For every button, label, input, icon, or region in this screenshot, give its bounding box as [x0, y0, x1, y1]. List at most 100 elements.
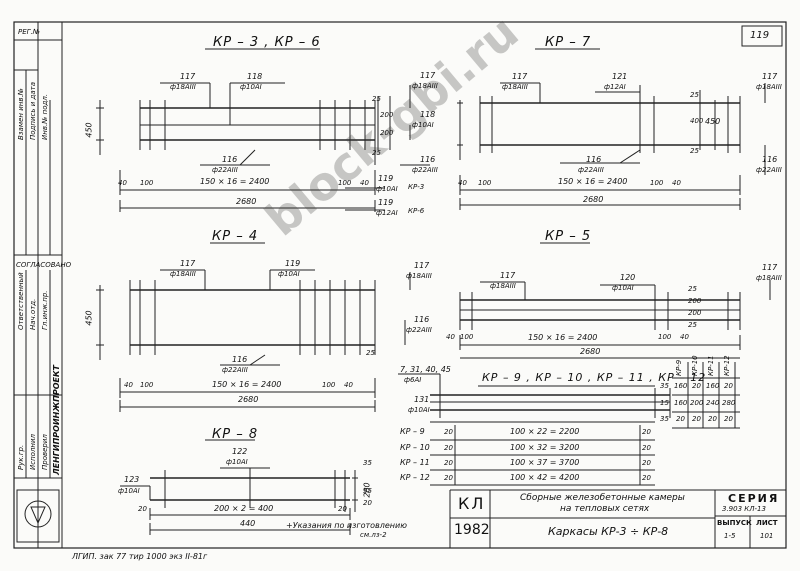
kr8-dia-123: ф10АI: [118, 487, 140, 495]
kr36-pos-119: 119: [378, 174, 394, 183]
kr7-dim-25b: 25: [690, 147, 699, 155]
kr5-dim-40-right: 40: [680, 333, 689, 341]
print-footer: ЛГИП. зак 77 тир 1000 экз II-81г: [72, 552, 208, 561]
sheet-label: ЛИСТ: [756, 519, 778, 527]
institute-name: ЛЕНГИПРОИНЖПРОЕКТ: [52, 365, 61, 475]
kr7-dia-116: ф22АIII: [578, 166, 604, 174]
kr36-dia-116: ф22АIII: [212, 166, 238, 174]
kr5-dim-100-right: 100: [658, 333, 672, 341]
kr912-row-left: 20: [444, 459, 453, 467]
kr912-cell: 20: [676, 415, 685, 423]
kr5-dia-117-right: ф18АIII: [756, 274, 782, 282]
kr8-dim-20b: 20: [363, 499, 372, 507]
kr4-dia-116-right: ф22АIII: [406, 326, 432, 334]
kr36-pos-116-right: 116: [420, 155, 436, 164]
kr36-dia-118-right: ф10АI: [412, 121, 434, 129]
kr36-dia-117: ф18АIII: [170, 83, 196, 91]
kr7-pos-121: 121: [612, 72, 628, 81]
kr912-row-left: 20: [444, 444, 453, 452]
kr36-pos-118-right: 118: [420, 110, 436, 119]
kr912-cell: 20: [692, 415, 701, 423]
kr7-dim-400: 400: [690, 117, 704, 125]
kr4-total: 2680: [238, 395, 259, 404]
title-kr8: КР – 8: [212, 427, 259, 442]
kr4-dim-100-right: 100: [322, 381, 336, 389]
kr36-dia-119b: ф12АI: [376, 209, 398, 217]
kr36-dim-100: 100: [140, 179, 154, 187]
kr4-dim-100: 100: [140, 381, 154, 389]
kr4-pos-117-right: 117: [414, 261, 430, 270]
title-kr4: КР – 4: [212, 229, 259, 244]
kr5-dia-117: ф18АIII: [490, 282, 516, 290]
kr5-total: 2680: [580, 347, 601, 356]
kr912-row-right: 20: [642, 459, 651, 467]
stamp-inv-number: Инв.№ подл.: [41, 93, 49, 140]
kr36-pos-116: 116: [222, 155, 238, 164]
kr8-dim-35: 35: [363, 459, 372, 467]
kr5-spacing: 150 × 16 = 2400: [528, 333, 598, 342]
title-kr9-kr12: КР – 9 , КР – 10 , КР – 11 , КР – 12: [482, 371, 707, 384]
kr912-cell: 160: [706, 382, 720, 390]
kr912-cell: 20: [708, 415, 717, 423]
kr36-pos-117-right: 117: [420, 71, 436, 80]
reg-number-label: РЕГ.№: [18, 28, 41, 36]
stamp-dept-head: Нач.отд.: [29, 298, 37, 330]
kr912-cell: 20: [724, 382, 733, 390]
kr7-pos-117-right: 117: [762, 72, 778, 81]
kr5-pos-117-right: 117: [762, 263, 778, 272]
kr7-dia-117: ф18АIII: [502, 83, 528, 91]
kr912-cell: 20: [692, 382, 701, 390]
sheet-value: 101: [760, 532, 774, 540]
kr36-dia-117-right: ф18АIII: [412, 82, 438, 90]
kr912-col-head: КР-12: [723, 355, 731, 376]
kr4-dia-116: ф22АIII: [222, 366, 248, 374]
kr4-pos-119: 119: [285, 259, 301, 268]
kr912-cell: 240: [706, 399, 720, 407]
kr36-dim-40-right: 40: [360, 179, 369, 187]
kr7-dim-100-right: 100: [650, 179, 664, 187]
kr912-left-dim: 35: [660, 415, 669, 423]
kr912-row-right: 20: [642, 474, 651, 482]
kr912-pos-131: 131: [414, 395, 430, 404]
note-reference: см.лз-2: [360, 531, 387, 539]
kr36-pos-117: 117: [180, 72, 196, 81]
kr912-row-name: КР – 12: [400, 473, 430, 482]
kr4-pos-116-right: 116: [414, 315, 430, 324]
stamp-chief-engineer: Гл.инж.пр.: [41, 290, 49, 330]
kr912-row-right: 20: [642, 444, 651, 452]
kr4-dim-25: 25: [366, 349, 375, 357]
kr7-dim-40: 40: [458, 179, 467, 187]
kr8-dia-122: ф10АI: [226, 458, 248, 466]
kr4-pos-117: 117: [180, 259, 196, 268]
kr36-dia-116-right: ф22АIII: [412, 166, 438, 174]
series-label: СЕРИЯ: [728, 492, 780, 505]
title-kr3-kr6: КР – 3 , КР – 6: [213, 35, 321, 50]
kr912-cell: 20: [724, 415, 733, 423]
kr7-dim-25: 25: [690, 91, 699, 99]
kr7-dia-116-right: ф22АIII: [756, 166, 782, 174]
kr912-left-dim: 35: [660, 382, 669, 390]
kr912-positions: 7, 31, 40, 45: [400, 365, 451, 374]
issue-value: 1-5: [724, 532, 736, 540]
kr7-pos-116: 116: [586, 155, 602, 164]
kr4-dia-119: ф10АI: [278, 270, 300, 278]
kr8-pos-122: 122: [232, 447, 248, 456]
kr4-height-450: 450: [84, 310, 94, 326]
kr4-spacing: 150 × 16 = 2400: [212, 380, 282, 389]
stamp-executor: Исполнил: [29, 433, 37, 470]
stamp-responsible: Ответственный: [17, 272, 25, 330]
title-kr5: КР – 5: [545, 229, 592, 244]
kr7-dia-121: ф12АI: [604, 83, 626, 91]
kr4-pos-116: 116: [232, 355, 248, 364]
kr36-label-kr3: КР-3: [408, 183, 425, 191]
kr5-pos-120: 120: [620, 273, 636, 282]
kr36-dim-25b: 25: [372, 149, 381, 157]
kr36-dim-40: 40: [118, 179, 127, 187]
kr4-dia-117: ф18АIII: [170, 270, 196, 278]
series-value: 3.903 КЛ-13: [722, 505, 766, 513]
kr912-row-left: 20: [444, 428, 453, 436]
description-line1: Сборные железобетонные камеры: [520, 493, 685, 503]
kr912-cell: 280: [722, 399, 736, 407]
